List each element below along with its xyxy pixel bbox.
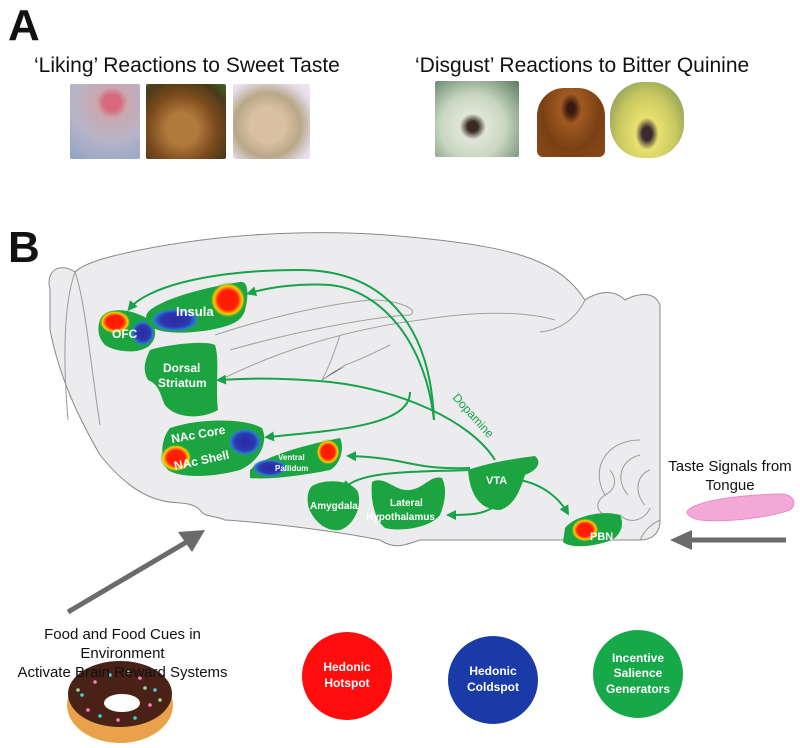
svg-text:VTA: VTA <box>486 475 507 487</box>
svg-text:Ventral: Ventral <box>278 453 305 462</box>
panel-a-label: A <box>8 1 40 50</box>
tongue-illustration <box>686 493 795 522</box>
dopamine-pathways <box>127 268 570 520</box>
region-ventral-pallidum: Ventral Pallidum <box>250 438 342 479</box>
photo-rat-liking <box>70 84 140 159</box>
svg-text:Amygdala: Amygdala <box>310 501 358 512</box>
food-cue-arrow <box>66 530 205 615</box>
svg-text:Hypothalamus: Hypothalamus <box>366 512 435 523</box>
legend-hotspot-line-1: Hedonic <box>323 660 371 675</box>
taste-caption-line-2: Tongue <box>705 476 755 494</box>
taste-signals-caption: Taste Signals from Tongue <box>660 458 800 496</box>
photo-infant-disgust <box>610 82 684 158</box>
pathway-vta-amygdala <box>342 469 471 492</box>
panel-b-label: B <box>8 223 40 272</box>
pathway-vta-pbn <box>519 479 570 516</box>
donut-illustration <box>67 661 173 743</box>
svg-text:PBN: PBN <box>590 531 613 543</box>
svg-text:Dorsal: Dorsal <box>163 361 200 375</box>
region-pbn: PBN <box>563 513 623 547</box>
pathway-vta-dorsal-striatum <box>216 374 496 461</box>
svg-text:Lateral: Lateral <box>390 498 423 509</box>
region-insula: Insula <box>145 281 248 333</box>
svg-text:Striatum: Striatum <box>158 376 207 390</box>
region-lateral-hypothalamus: Lateral Hypothalamus <box>366 477 446 530</box>
legend-salience-line-3: Generators <box>605 681 671 696</box>
pathway-to-nac <box>264 391 411 442</box>
region-dorsal-striatum: Dorsal Striatum <box>144 342 218 417</box>
taste-signal-arrow <box>670 530 786 550</box>
legend-hotspot-line-2: Hotspot <box>324 676 370 690</box>
liking-heading: ‘Liking’ Reactions to Sweet Taste <box>34 54 340 77</box>
region-nac: NAc Core NAc Shell <box>160 420 265 476</box>
region-vta: VTA <box>468 456 539 510</box>
legend-coldspot-line-1: Hedonic <box>469 664 517 679</box>
svg-text:OFC: OFC <box>112 327 138 341</box>
svg-text:Insula: Insula <box>176 304 214 319</box>
photo-infant-liking <box>233 84 310 159</box>
food-caption-line-2: Activate Brain Reward Systems <box>17 663 228 681</box>
svg-text:Pallidum: Pallidum <box>275 464 308 473</box>
disgust-heading: ‘Disgust’ Reactions to Bitter Quinine <box>415 54 750 77</box>
photo-orangutan-disgust <box>537 88 605 157</box>
photo-orangutan-liking <box>146 84 226 159</box>
photo-rat-disgust <box>435 81 519 157</box>
taste-caption-line-1: Taste Signals from <box>668 458 792 475</box>
pathway-vta-insula <box>246 283 435 421</box>
region-amygdala: Amygdala <box>307 481 360 531</box>
legend-coldspot-line-2: Coldspot <box>467 680 519 694</box>
food-caption-line-1: Food and Food Cues in Environment <box>44 626 201 662</box>
region-ofc: OFC <box>98 310 156 352</box>
legend-salience-line-1: Incentive <box>611 650 665 665</box>
food-cues-caption: Food and Food Cues in Environment Activa… <box>0 626 245 682</box>
legend-salience-line-2: Salience <box>613 666 663 681</box>
pathway-vta-ofc <box>127 268 435 421</box>
pathway-vta-ventral-pallidum <box>346 451 471 470</box>
